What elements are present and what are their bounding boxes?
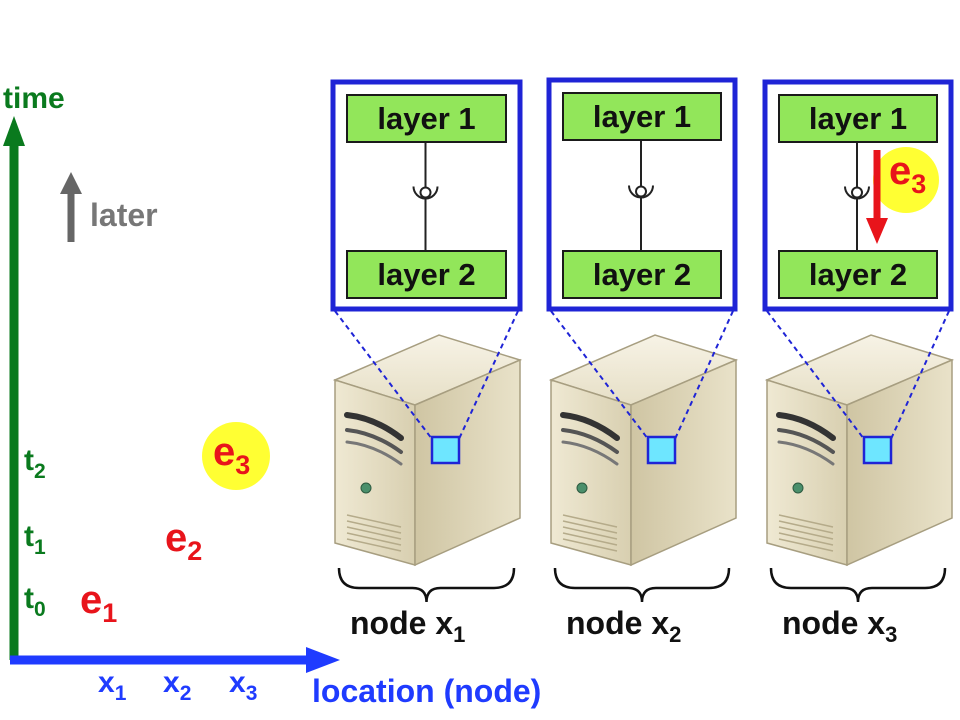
y-tick-t0: t0 bbox=[24, 582, 46, 621]
zoom-line bbox=[674, 310, 734, 440]
zoom-line bbox=[890, 310, 950, 440]
brace-icon bbox=[337, 567, 516, 603]
layer-1-box bbox=[346, 94, 507, 143]
event-e1: e1 bbox=[80, 578, 117, 628]
server-icon bbox=[332, 334, 523, 567]
layer-1-label: layer 1 bbox=[809, 101, 907, 136]
time-axis bbox=[3, 116, 25, 660]
chip-icon bbox=[862, 435, 893, 465]
node-label: node x1 bbox=[350, 605, 465, 647]
nodes: layer 1 layer 2 node x1 layer 1 layer 2 node … bbox=[330, 77, 955, 647]
zoom-line bbox=[458, 310, 519, 440]
node-event-highlight bbox=[873, 147, 939, 213]
node-1: layer 1 layer 2 node x1 bbox=[330, 79, 523, 647]
y-tick-t1: t1 bbox=[24, 520, 46, 559]
layer-2-label: layer 2 bbox=[593, 257, 691, 292]
server-icon bbox=[548, 334, 739, 567]
server-icon bbox=[764, 334, 955, 567]
interface-icon bbox=[419, 186, 432, 199]
location-axis bbox=[10, 647, 340, 673]
later-label: later bbox=[90, 197, 158, 233]
chip-icon bbox=[430, 435, 461, 465]
y-tick-t2: t2 bbox=[24, 444, 46, 483]
time-axis-label: time bbox=[3, 82, 65, 115]
layer-1-label: layer 1 bbox=[377, 101, 475, 136]
node-label: node x3 bbox=[782, 605, 897, 647]
layer-2-label: layer 2 bbox=[809, 257, 907, 292]
brace-icon bbox=[553, 567, 731, 603]
layer-1-label: layer 1 bbox=[593, 99, 691, 134]
interface-icon bbox=[851, 186, 863, 199]
interface-icon bbox=[635, 185, 647, 198]
location-axis-label: location (node) bbox=[312, 673, 541, 709]
layer-2-box bbox=[562, 250, 722, 299]
layer-1-box bbox=[778, 94, 938, 143]
event-arrow-head bbox=[866, 218, 888, 244]
layer-1-box bbox=[562, 92, 722, 141]
event-e3: e3 bbox=[213, 430, 250, 480]
later-arrow-icon bbox=[60, 172, 82, 242]
event-e3-highlight bbox=[202, 422, 270, 490]
x-tick-x3: x3 bbox=[229, 666, 257, 705]
chip-icon bbox=[646, 435, 677, 465]
x-tick-x1: x1 bbox=[98, 666, 127, 705]
layer-2-box bbox=[778, 250, 938, 299]
layer-2-label: layer 2 bbox=[377, 257, 475, 292]
node-2: layer 1 layer 2 node x2 bbox=[546, 77, 739, 647]
node-3: layer 1 layer 2 e3 node x3 bbox=[762, 79, 955, 647]
x-tick-x2: x2 bbox=[163, 666, 191, 705]
layer-2-box bbox=[346, 250, 507, 299]
event-e2: e2 bbox=[165, 516, 202, 566]
brace-icon bbox=[769, 567, 947, 603]
node-event-e3: e3 bbox=[889, 149, 926, 199]
node-label: node x2 bbox=[566, 605, 681, 647]
